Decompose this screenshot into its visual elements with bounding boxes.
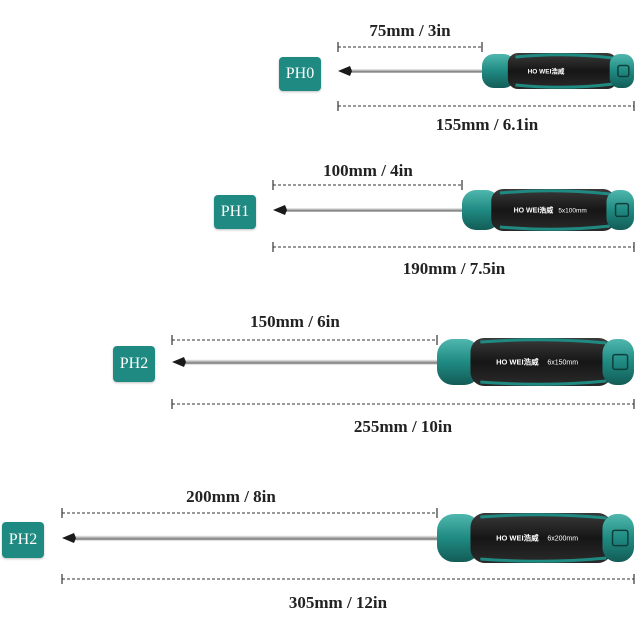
phillips-tip [62,533,76,543]
shaft-length-label-4: 200mm / 8in [186,487,276,506]
handle-brand-text: HO WEI浩威 [496,533,539,543]
handle-collar [462,190,500,230]
shaft-length-label-1: 75mm / 3in [369,21,451,40]
tip-badge-4: PH2 [2,522,44,558]
phillips-tip [172,357,186,367]
handle-collar [482,54,516,88]
shaft-length-label-3: 150mm / 6in [250,312,340,331]
handle-brand-text: HO WEI浩威 [496,357,539,367]
screwdriver-2: HO WEI浩威 5x100mm [272,180,635,252]
total-length-label-4: 305mm / 12in [288,593,388,612]
tip-badge-3: PH2 [113,346,155,382]
handle-end-cap [606,190,634,230]
phillips-tip [273,205,287,215]
handle-end-cap [609,54,634,88]
handle-brand-text: HO WEI浩威 [514,206,554,215]
handle-brand-text: HO WEI浩威 [528,67,565,76]
total-length-label-3: 255mm / 10in [353,417,453,436]
handle-size-text: 6x150mm [547,360,578,367]
shaft-length-label-2: 100mm / 4in [323,161,413,180]
tip-badge-2: PH1 [214,195,256,229]
handle-grip [507,53,618,89]
shaft [348,69,486,73]
handle-grip [470,513,613,563]
handle-grip [470,338,613,386]
total-length-label-2: 190mm / 7.5in [402,259,506,278]
handle-collar [437,514,481,562]
handle-collar [437,339,481,385]
handle-size-text: 6x200mm [547,536,578,543]
total-length-label-1: 155mm / 6.1in [435,115,539,134]
screwdriver-3: HO WEI浩威 6x150mm [171,335,635,409]
shaft [72,535,441,541]
shaft [283,208,466,212]
shaft [182,359,441,365]
handle-size-text: 5x100mm [558,208,587,215]
handle-end-cap [602,514,634,562]
handle-end-cap [602,339,634,385]
screwdriver-1: HO WEI浩威 [337,42,635,111]
screwdriver-4: HO WEI浩威 6x200mm [61,508,635,584]
phillips-tip [338,66,352,76]
handle-grip [491,189,616,231]
tip-badge-1: PH0 [279,57,321,91]
